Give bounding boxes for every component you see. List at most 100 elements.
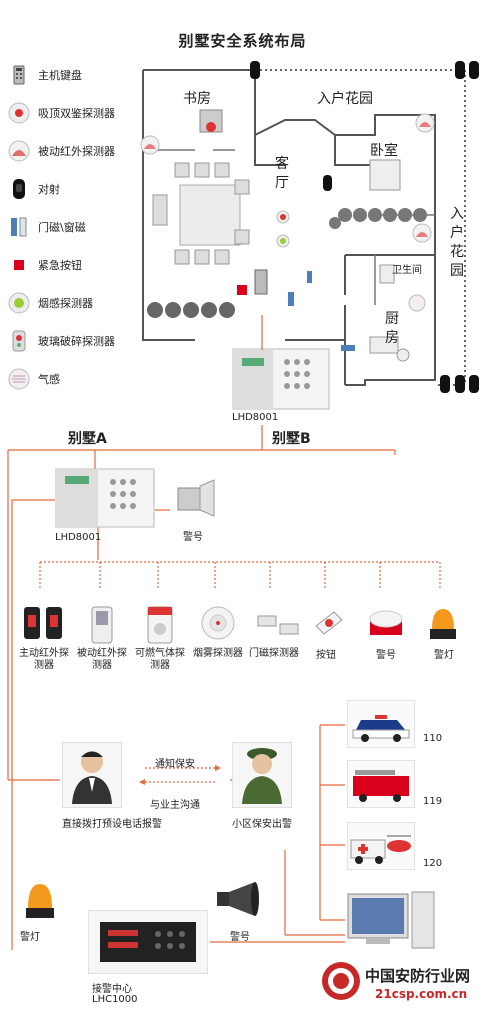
pir-detector-icon	[8, 140, 30, 162]
watermark-name: 中国安防行业网	[365, 967, 471, 985]
fire-truck-icon	[346, 759, 416, 809]
alarm-center	[87, 909, 209, 978]
legend-item: 吸顶双鉴探测器	[8, 100, 115, 126]
room-garden-right: 入户花园	[450, 206, 464, 279]
computer-icon	[347, 891, 435, 949]
device-active-ir	[22, 605, 66, 645]
gas-detector-icon	[147, 606, 173, 644]
strobe-light-icon	[430, 609, 456, 639]
active-ir-detector-icon	[24, 607, 62, 639]
villa-b-label: 别墅B	[272, 431, 311, 447]
gas-detector-icon	[8, 368, 30, 390]
door-magnet-icon	[8, 216, 30, 238]
push-button-icon	[315, 611, 343, 635]
owner-figure	[61, 741, 123, 812]
room-kitchen: 厨房	[385, 311, 399, 346]
host-label-top: LHD8001	[232, 412, 279, 423]
siren-icon	[172, 478, 218, 522]
horn-speaker-icon	[217, 882, 259, 916]
legend-item: 玻璃破碎探测器	[8, 328, 115, 354]
emergency-number: 110	[423, 733, 443, 744]
room-study: 书房	[183, 91, 211, 107]
room-bedroom: 卧室	[370, 143, 398, 159]
device-label: 被动红外探测器	[77, 648, 127, 671]
device-label: 主动红外探测器	[19, 648, 69, 671]
legend-item: 对射	[8, 176, 60, 202]
legend-label: 门磁\窗磁	[38, 221, 86, 234]
businessman-icon	[61, 741, 123, 809]
police-car-icon	[346, 699, 416, 749]
strobe-light-icon	[26, 884, 54, 918]
smoke-detector-icon	[8, 292, 30, 314]
siren-icon	[369, 610, 403, 635]
legend-label: 被动红外探测器	[38, 145, 115, 158]
smoke-detector-icon	[201, 606, 235, 640]
police-box	[346, 699, 416, 752]
owner-caption: 直接拨打预设电话报警	[62, 819, 162, 830]
legend-label: 对射	[38, 183, 60, 196]
room-garden-top: 入户花园	[317, 91, 373, 107]
device-label: 可燃气体探测器	[135, 648, 185, 671]
bottom-siren-label: 警号	[230, 932, 250, 943]
villa-a-label: 别墅A	[68, 431, 107, 447]
emergency-number: 120	[423, 858, 443, 869]
center-label: 接警中心	[92, 984, 132, 995]
legend-label: 主机键盘	[38, 69, 82, 82]
ambulance-icon	[346, 821, 416, 871]
legend-item: 紧急按钮	[8, 252, 82, 278]
device-label: 按钮	[316, 650, 336, 661]
legend-item: 被动红外探测器	[8, 138, 115, 164]
ceiling-dual-detector-icon	[8, 102, 30, 124]
beam-icon	[8, 178, 30, 200]
device-passive-ir	[90, 605, 114, 649]
security-guard-icon	[231, 741, 293, 809]
fire-box	[346, 759, 416, 812]
host-panel-top	[232, 348, 330, 414]
legend-label: 紧急按钮	[38, 259, 82, 272]
device-label: 门磁探测器	[249, 648, 299, 659]
legend-label: 烟感探测器	[38, 297, 93, 310]
legend-label: 气感	[38, 373, 60, 386]
bottom-lamp	[24, 880, 56, 924]
notify-guard-label: 通知保安	[155, 759, 195, 770]
device-label: 警灯	[434, 650, 454, 661]
panic-button-icon	[8, 254, 30, 276]
guard-caption: 小区保安出警	[232, 819, 292, 830]
device-button	[312, 608, 344, 642]
legend-label: 吸顶双鉴探测器	[38, 107, 115, 120]
seal-logo-icon	[322, 962, 360, 1000]
host-panel-a	[55, 468, 155, 532]
siren-label: 警号	[183, 532, 203, 543]
keypad-icon	[8, 64, 30, 86]
monitor-computer	[346, 890, 438, 964]
device-label: 烟雾探测器	[193, 648, 243, 659]
door-contact-icon	[257, 615, 299, 635]
room-bathroom: 卫生间	[392, 265, 422, 276]
device-door-contact	[256, 612, 300, 642]
device-gas	[146, 605, 174, 649]
talk-owner-label: 与业主沟通	[150, 800, 200, 811]
device-siren	[366, 605, 406, 645]
device-label: 警号	[376, 650, 396, 661]
page-title: 别墅安全系统布局	[178, 32, 307, 50]
legend-item: 主机键盘	[8, 62, 82, 88]
host-label-a: LHD8001	[55, 532, 102, 543]
guard-figure	[231, 741, 293, 812]
room-living: 客厅	[275, 156, 289, 191]
watermark-seal	[320, 960, 362, 1006]
center-model: LHC1000	[92, 994, 138, 1005]
watermark-site: 21csp.com.cn	[375, 987, 468, 1001]
floor-plan	[140, 61, 479, 393]
legend-item: 门磁\窗磁	[8, 214, 86, 240]
lamp-label: 警灯	[20, 932, 40, 943]
device-strobe	[428, 605, 458, 645]
legend-item: 烟感探测器	[8, 290, 93, 316]
legend-item: 气感	[8, 366, 60, 392]
passive-ir-detector-icon	[91, 606, 113, 644]
device-smoke	[200, 605, 236, 645]
emergency-number: 119	[423, 796, 443, 807]
bottom-siren	[215, 880, 261, 922]
glass-break-icon	[8, 330, 30, 352]
ambulance-box	[346, 821, 416, 874]
